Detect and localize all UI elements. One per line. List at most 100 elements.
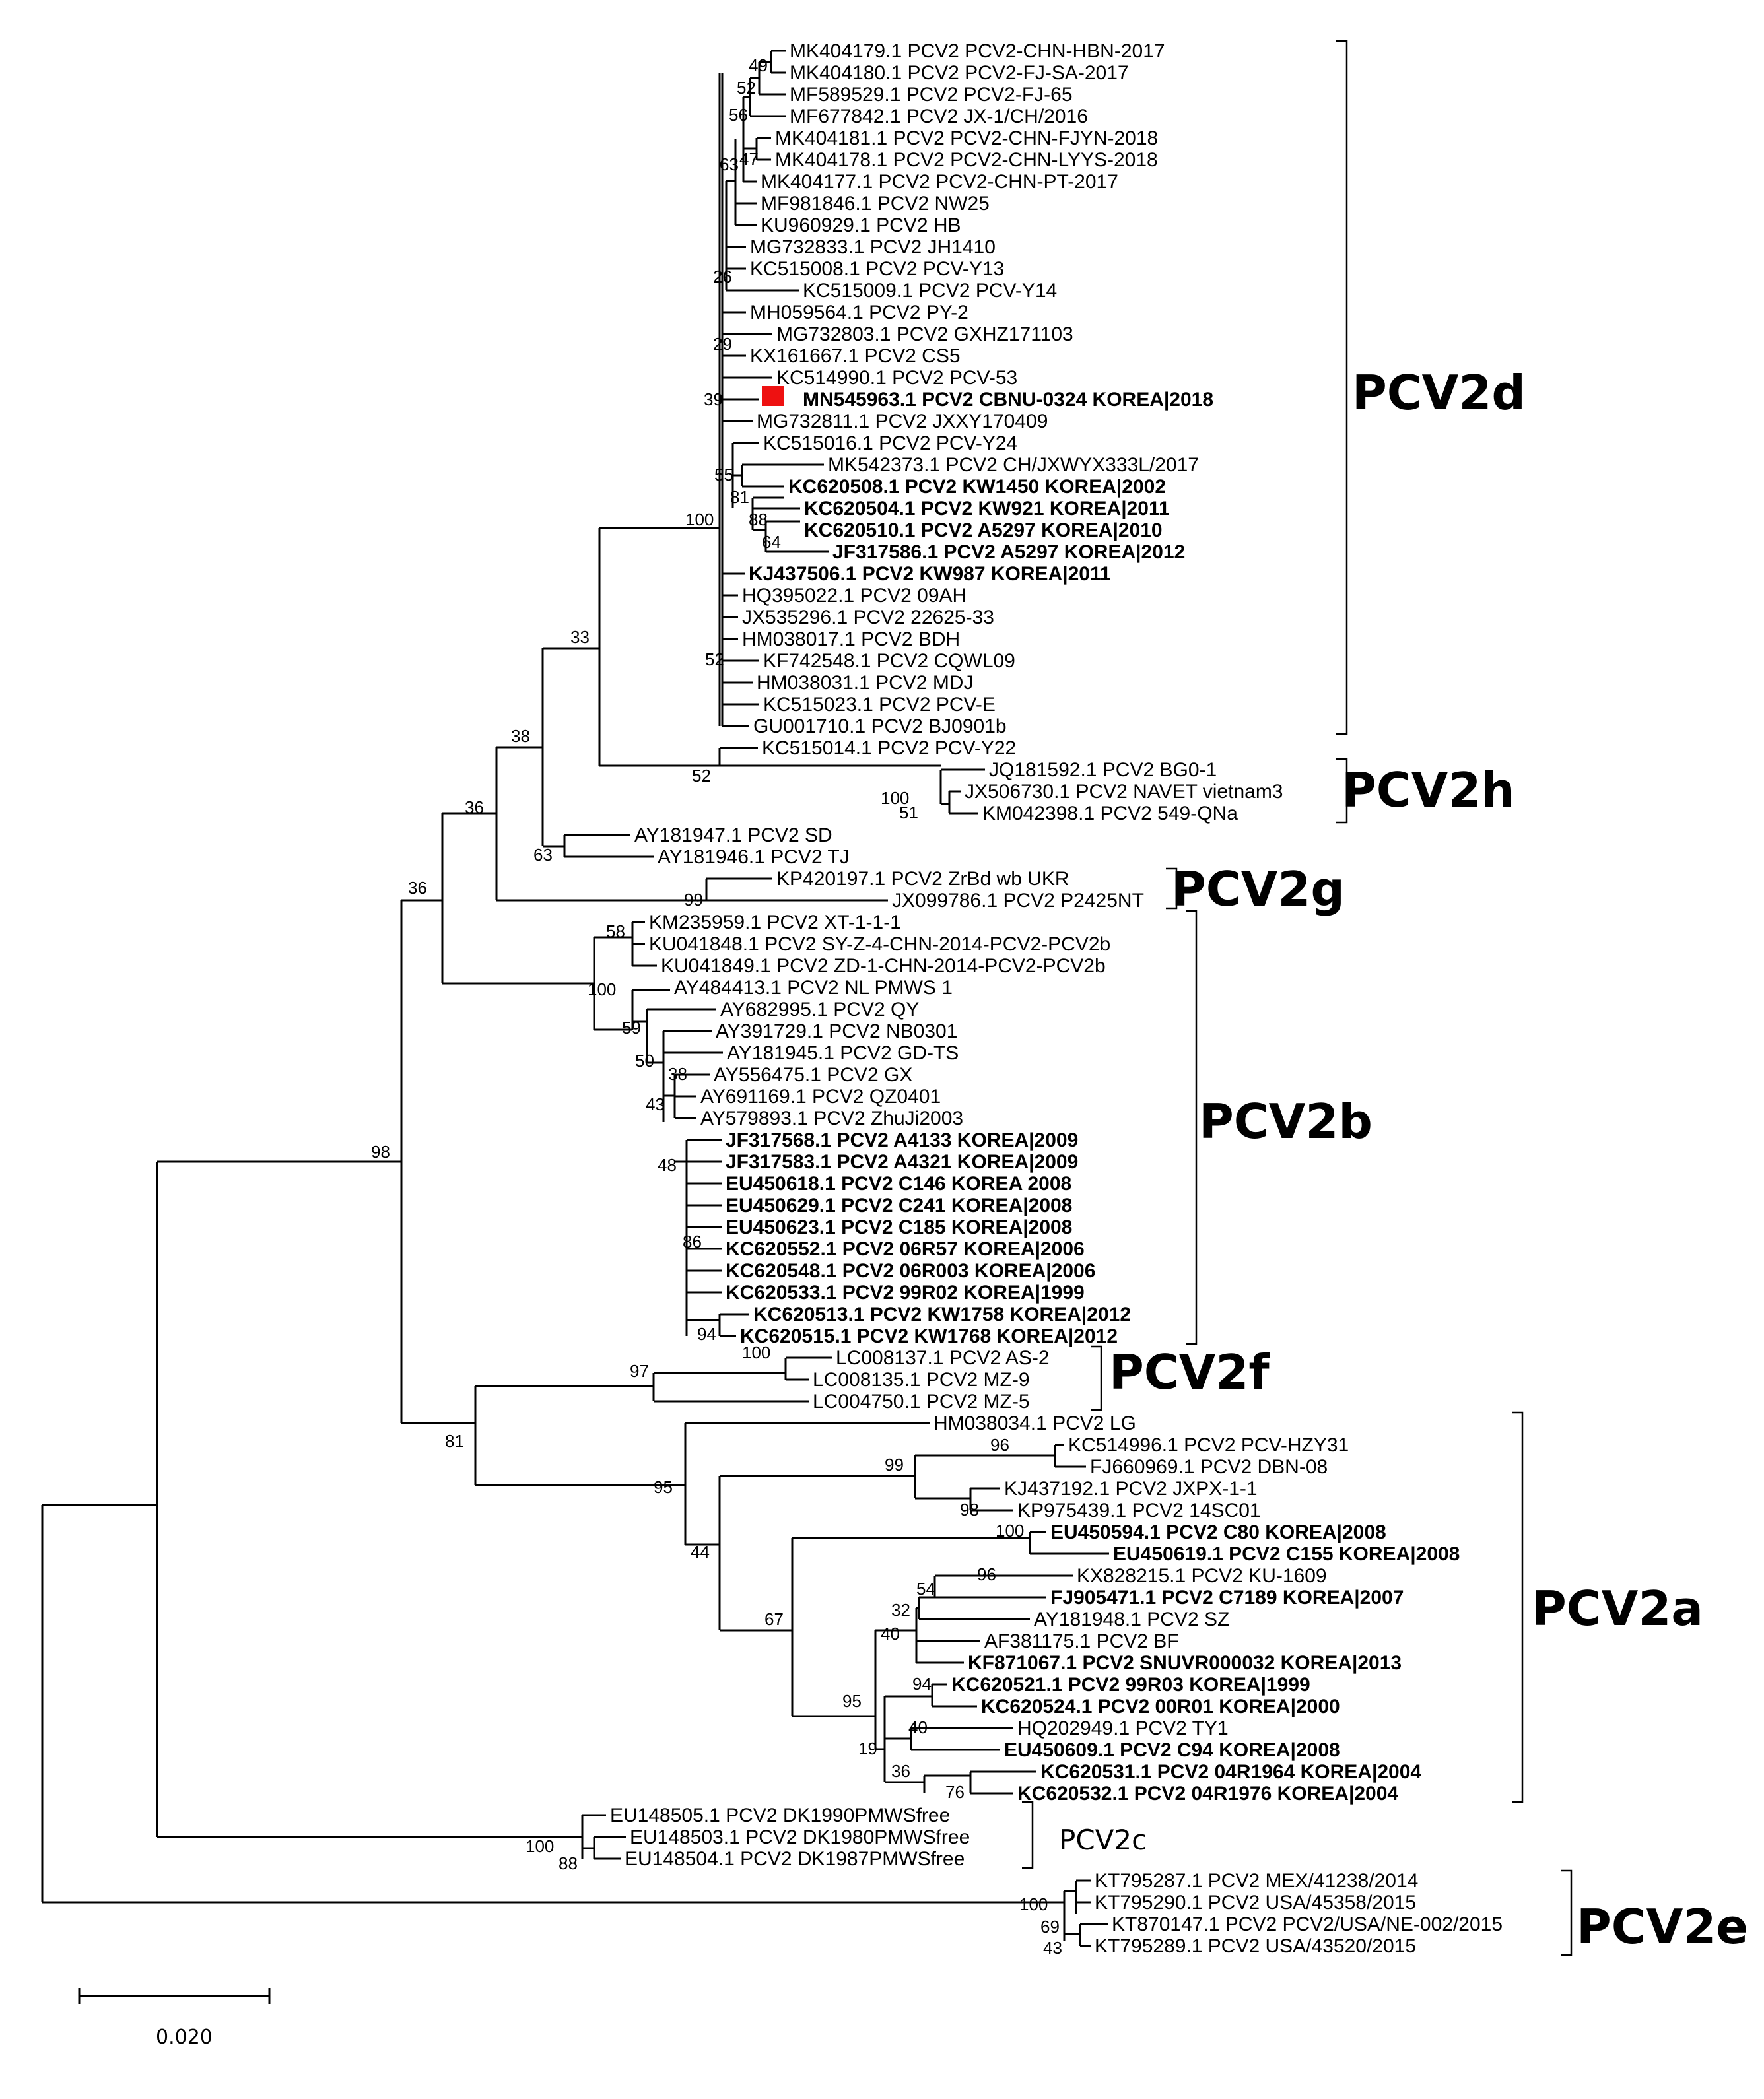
leaf-label: AY682995.1 PCV2 QY — [720, 999, 919, 1020]
bootstrap-value: 98 — [960, 1500, 979, 1519]
leaf-label: MG732833.1 PCV2 JH1410 — [750, 236, 996, 258]
leaf-label: LC008135.1 PCV2 MZ-9 — [813, 1369, 1030, 1391]
leaf-label: AY484413.1 PCV2 NL PMWS 1 — [674, 977, 953, 999]
clade-label-pcv2e: PCV2e — [1577, 1899, 1748, 1954]
bootstrap-value: 52 — [705, 650, 724, 669]
leaf-label: KC620508.1 PCV2 KW1450 KOREA|2002 — [788, 476, 1166, 498]
bootstrap-value: 44 — [691, 1542, 710, 1562]
leaf-label: KC514990.1 PCV2 PCV-53 — [776, 367, 1017, 389]
leaf-label: KJ437192.1 PCV2 JXPX-1-1 — [1004, 1478, 1258, 1500]
leaf-label: KU041848.1 PCV2 SY-Z-4-CHN-2014-PCV2-PCV… — [649, 933, 1110, 955]
leaf-label: JX506730.1 PCV2 NAVET vietnam3 — [965, 781, 1283, 803]
leaf-label: JX535296.1 PCV2 22625-33 — [742, 607, 994, 628]
leaf-label: MK404177.1 PCV2 PCV2-CHN-PT-2017 — [761, 171, 1118, 193]
scale-bar: 0.020 — [78, 1988, 271, 2049]
leaf-label: KU041849.1 PCV2 ZD-1-CHN-2014-PCV2-PCV2b — [661, 955, 1106, 977]
leaf-label: KC515014.1 PCV2 PCV-Y22 — [762, 737, 1016, 759]
leaf-label: EU450619.1 PCV2 C155 KOREA|2008 — [1113, 1543, 1460, 1565]
leaf-label: EU450609.1 PCV2 C94 KOREA|2008 — [1004, 1739, 1340, 1761]
bootstrap-value: 52 — [737, 78, 756, 98]
bootstrap-value: 54 — [916, 1579, 935, 1599]
clade-label-pcv2g: PCV2g — [1171, 861, 1345, 917]
leaf-label: LC008137.1 PCV2 AS-2 — [836, 1347, 1050, 1369]
leaf-label: KC620531.1 PCV2 04R1964 KOREA|2004 — [1040, 1761, 1421, 1783]
bootstrap-value: 55 — [714, 465, 733, 484]
leaf-label: KT795289.1 PCV2 USA/43520/2015 — [1095, 1935, 1416, 1957]
leaf-label: MF589529.1 PCV2 PCV2-FJ-65 — [790, 84, 1073, 106]
leaf-label: HQ395022.1 PCV2 09AH — [742, 585, 967, 607]
bootstrap-value: 59 — [622, 1018, 641, 1038]
bootstrap-value: 39 — [704, 389, 723, 409]
bootstrap-value: 76 — [945, 1782, 965, 1802]
leaf-label: KU960929.1 PCV2 HB — [761, 215, 961, 236]
bootstrap-value: 19 — [858, 1739, 877, 1758]
leaf-label: MK404178.1 PCV2 PCV2-CHN-LYYS-2018 — [775, 149, 1158, 171]
bootstrap-value: 88 — [749, 510, 768, 529]
bootstrap-value: 36 — [408, 878, 427, 898]
bootstrap-value: 43 — [646, 1094, 665, 1114]
leaf-label: MF677842.1 PCV2 JX-1/CH/2016 — [790, 106, 1088, 127]
bootstrap-value: 50 — [635, 1051, 654, 1071]
bootstrap-value: 52 — [692, 766, 711, 785]
highlight-square-marker — [762, 386, 784, 406]
leaf-label: AY181946.1 PCV2 TJ — [658, 846, 850, 868]
leaf-label: JF317583.1 PCV2 A4321 KOREA|2009 — [726, 1151, 1078, 1173]
leaf-label: EU450623.1 PCV2 C185 KOREA|2008 — [726, 1216, 1072, 1238]
bootstrap-value: 100 — [996, 1521, 1024, 1541]
bootstrap-value: 98 — [371, 1142, 390, 1162]
bootstrap-value: 100 — [881, 788, 909, 808]
leaf-label: AY691169.1 PCV2 QZ0401 — [700, 1086, 941, 1108]
scale-bar-label: 0.020 — [156, 2026, 213, 2049]
leaf-label: HM038017.1 PCV2 BDH — [742, 628, 960, 650]
bootstrap-value: 100 — [685, 510, 714, 529]
leaf-label: AY181948.1 PCV2 SZ — [1034, 1609, 1229, 1630]
leaf-label: EU148503.1 PCV2 DK1980PMWSfree — [630, 1826, 970, 1848]
bootstrap-value: 51 — [899, 803, 918, 822]
clade-label-pcv2h: PCV2h — [1341, 762, 1515, 818]
bootstrap-value: 63 — [533, 845, 553, 865]
bootstrap-value: 49 — [749, 55, 768, 75]
leaf-label: KC620504.1 PCV2 KW921 KOREA|2011 — [804, 498, 1170, 519]
leaf-label: MK404179.1 PCV2 PCV2-CHN-HBN-2017 — [790, 40, 1165, 62]
bootstrap-value: 36 — [891, 1761, 910, 1781]
clade-label-pcv2a: PCV2a — [1532, 1581, 1703, 1636]
bootstrap-value: 86 — [683, 1232, 702, 1251]
bootstrap-value: 97 — [630, 1361, 649, 1381]
bootstrap-value: 94 — [912, 1674, 932, 1694]
leaf-label: KC620552.1 PCV2 06R57 KOREA|2006 — [726, 1238, 1085, 1260]
bootstrap-value: 99 — [885, 1455, 904, 1475]
bootstrap-value: 26 — [713, 267, 732, 286]
leaf-labels: MK404179.1 PCV2 PCV2-CHN-HBN-2017MK40418… — [610, 40, 1503, 1957]
bootstrap-value: 38 — [668, 1064, 687, 1084]
tree-branches — [41, 50, 1109, 1947]
leaf-label: HQ202949.1 PCV2 TY1 — [1017, 1717, 1229, 1739]
bootstrap-value: 64 — [762, 532, 781, 552]
leaf-label: KX161667.1 PCV2 CS5 — [750, 345, 961, 367]
bootstrap-value: 32 — [891, 1600, 910, 1620]
bootstrap-value: 81 — [445, 1431, 464, 1451]
leaf-label: KM235959.1 PCV2 XT-1-1-1 — [649, 912, 901, 933]
bootstrap-value: 88 — [559, 1853, 578, 1873]
leaf-label: KT795287.1 PCV2 MEX/41238/2014 — [1095, 1870, 1418, 1892]
clade-brackets — [1022, 40, 1573, 1956]
leaf-label: MF981846.1 PCV2 NW25 — [761, 193, 990, 215]
leaf-label: KC620533.1 PCV2 99R02 KOREA|1999 — [726, 1282, 1085, 1304]
leaf-label: AY556475.1 PCV2 GX — [714, 1064, 912, 1086]
bootstrap-value: 48 — [658, 1155, 677, 1175]
leaf-label: EU450594.1 PCV2 C80 KOREA|2008 — [1050, 1521, 1386, 1543]
leaf-label: KC515008.1 PCV2 PCV-Y13 — [750, 258, 1004, 280]
bootstrap-value: 58 — [606, 921, 625, 941]
leaf-label: FJ905471.1 PCV2 C7189 KOREA|2007 — [1050, 1587, 1404, 1609]
clade-label-pcv2b: PCV2b — [1199, 1094, 1373, 1149]
bootstrap-value: 36 — [465, 797, 484, 817]
leaf-label: EU450629.1 PCV2 C241 KOREA|2008 — [726, 1195, 1072, 1216]
leaf-label: KF871067.1 PCV2 SNUVR000032 KOREA|2013 — [968, 1652, 1402, 1674]
leaf-label: KC620510.1 PCV2 A5297 KOREA|2010 — [804, 519, 1163, 541]
leaf-label: JQ181592.1 PCV2 BG0-1 — [989, 759, 1217, 781]
leaf-label: JF317586.1 PCV2 A5297 KOREA|2012 — [832, 541, 1185, 563]
bootstrap-value: 40 — [881, 1624, 900, 1644]
bootstrap-value: 63 — [720, 154, 739, 174]
